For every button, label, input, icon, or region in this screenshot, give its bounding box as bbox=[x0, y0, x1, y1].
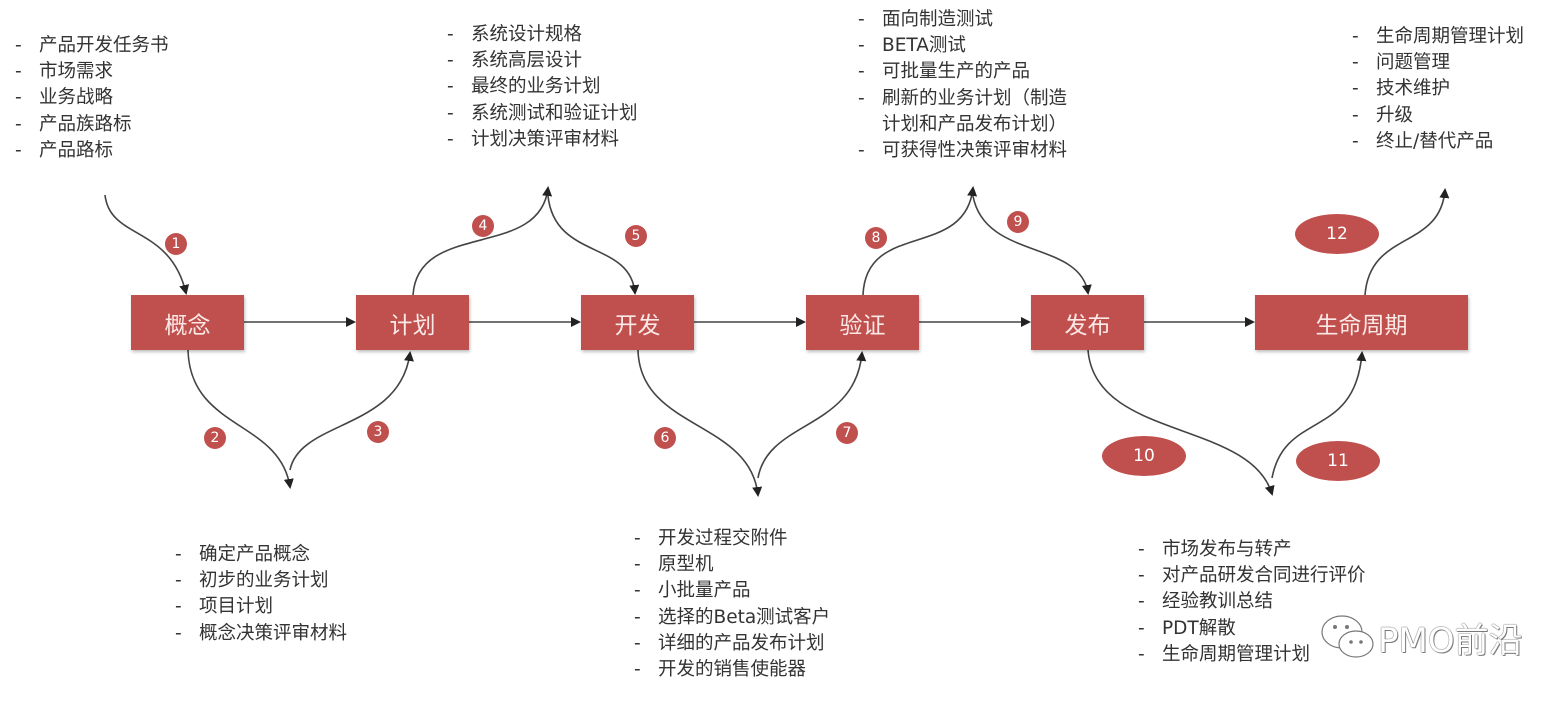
list-item: -业务战略 bbox=[15, 87, 114, 109]
curve-5 bbox=[547, 195, 640, 295]
list-item: -系统设计规格 bbox=[447, 24, 583, 45]
list-item: -概念决策评审材料 bbox=[175, 622, 348, 644]
stage-launch: 发布 bbox=[1031, 295, 1144, 350]
list-concept-outputs: -确定产品概念 -初步的业务计划 -项目计划 -概念决策评审材料 bbox=[175, 542, 347, 647]
list-item: -PDT解散 bbox=[1138, 617, 1236, 639]
list-item: -市场发布与转产 bbox=[1138, 539, 1292, 560]
list-plan-outputs: -系统设计规格 -系统高层设计 -最终的业务计划 -系统测试和验证计划 -计划决… bbox=[447, 22, 638, 153]
curve-12 bbox=[1364, 188, 1450, 296]
watermark: PMO前沿 bbox=[1318, 612, 1523, 662]
list-item: -终止/替代产品 bbox=[1352, 130, 1494, 152]
list-item: -小批量产品 bbox=[634, 580, 751, 602]
badge-5: 5 bbox=[625, 225, 647, 247]
list-item: -面向制造测试 bbox=[858, 9, 994, 30]
list-item: -系统高层设计 bbox=[447, 50, 583, 72]
curve-10 bbox=[1087, 349, 1275, 496]
list-launch-outputs: -市场发布与转产 -对产品研发合同进行评价 -经验教训总结 -PDT解散 -生命… bbox=[1138, 537, 1366, 668]
list-item: -技术维护 bbox=[1352, 78, 1451, 100]
list-lifecycle-outputs: -生命周期管理计划 -问题管理 -技术维护 -升级 -终止/替代产品 bbox=[1352, 24, 1524, 155]
badge-11: 11 bbox=[1296, 441, 1380, 481]
list-item: -初步的业务计划 bbox=[175, 570, 329, 592]
list-item: -项目计划 bbox=[175, 596, 274, 618]
list-item: -生命周期管理计划 bbox=[1352, 26, 1525, 47]
list-item-continuation: 计划和产品发布计划） bbox=[882, 113, 1068, 135]
list-item: -确定产品概念 bbox=[175, 544, 311, 565]
badge-10: 10 bbox=[1102, 436, 1186, 476]
stage-lifecycle: 生命周期 bbox=[1255, 295, 1468, 350]
badge-3: 3 bbox=[367, 421, 389, 443]
curve-3 bbox=[289, 351, 414, 471]
badge-4: 4 bbox=[472, 215, 494, 237]
curve-6 bbox=[637, 349, 763, 497]
list-item: -开发过程交附件 bbox=[634, 528, 788, 549]
curve-9 bbox=[972, 195, 1092, 295]
curve-2 bbox=[187, 349, 294, 489]
list-item: -选择的Beta测试客户 bbox=[634, 606, 831, 628]
stage-concept: 概念 bbox=[131, 295, 244, 350]
curve-7 bbox=[757, 351, 867, 479]
list-item: -产品族路标 bbox=[15, 113, 132, 135]
list-item: -系统测试和验证计划 bbox=[447, 102, 638, 124]
list-item: -对产品研发合同进行评价 bbox=[1138, 565, 1366, 587]
list-dev-outputs: -开发过程交附件 -原型机 -小批量产品 -选择的Beta测试客户 -详细的产品… bbox=[634, 526, 830, 683]
list-item: -开发的销售使能器 bbox=[634, 659, 807, 681]
badge-8: 8 bbox=[865, 227, 887, 249]
list-item: -可获得性决策评审材料 bbox=[858, 140, 1068, 162]
watermark-text: PMO前沿 bbox=[1378, 620, 1523, 661]
stage-verify: 验证 bbox=[806, 295, 919, 350]
list-item: -产品路标 bbox=[15, 139, 114, 161]
curve-11 bbox=[1271, 351, 1367, 479]
list-item: -最终的业务计划 bbox=[447, 76, 601, 98]
list-item: -刷新的业务计划（制造 bbox=[858, 87, 1068, 109]
badge-2: 2 bbox=[204, 427, 226, 449]
badge-12: 12 bbox=[1295, 214, 1379, 254]
list-inputs: -产品开发任务书 -市场需求 -业务战略 -产品族路标 -产品路标 bbox=[15, 33, 169, 164]
badge-7: 7 bbox=[836, 422, 858, 444]
list-item: -经验教训总结 bbox=[1138, 591, 1274, 613]
list-item: -原型机 bbox=[634, 554, 714, 576]
list-item: -计划决策评审材料 bbox=[447, 128, 620, 150]
stage-develop: 开发 bbox=[581, 295, 694, 350]
list-item: -升级 bbox=[1352, 104, 1414, 126]
badge-1: 1 bbox=[165, 233, 187, 255]
curve-4 bbox=[412, 186, 553, 296]
curve-1 bbox=[104, 194, 190, 295]
wechat-icon bbox=[1321, 615, 1374, 658]
list-item: -产品开发任务书 bbox=[15, 35, 169, 56]
list-item: -详细的产品发布计划 bbox=[634, 632, 825, 654]
list-item: -生命周期管理计划 bbox=[1138, 643, 1311, 665]
badge-6: 6 bbox=[654, 427, 676, 449]
list-verify-outputs: -面向制造测试 -BETA测试 -可批量生产的产品 -刷新的业务计划（制造 计划… bbox=[858, 7, 1067, 164]
list-item: -问题管理 bbox=[1352, 52, 1451, 74]
list-item: -市场需求 bbox=[15, 61, 114, 83]
list-item: -可批量生产的产品 bbox=[858, 61, 1031, 83]
badge-9: 9 bbox=[1007, 211, 1029, 233]
list-item: -BETA测试 bbox=[858, 35, 966, 57]
stage-plan: 计划 bbox=[356, 295, 469, 350]
curve-8 bbox=[862, 186, 978, 296]
